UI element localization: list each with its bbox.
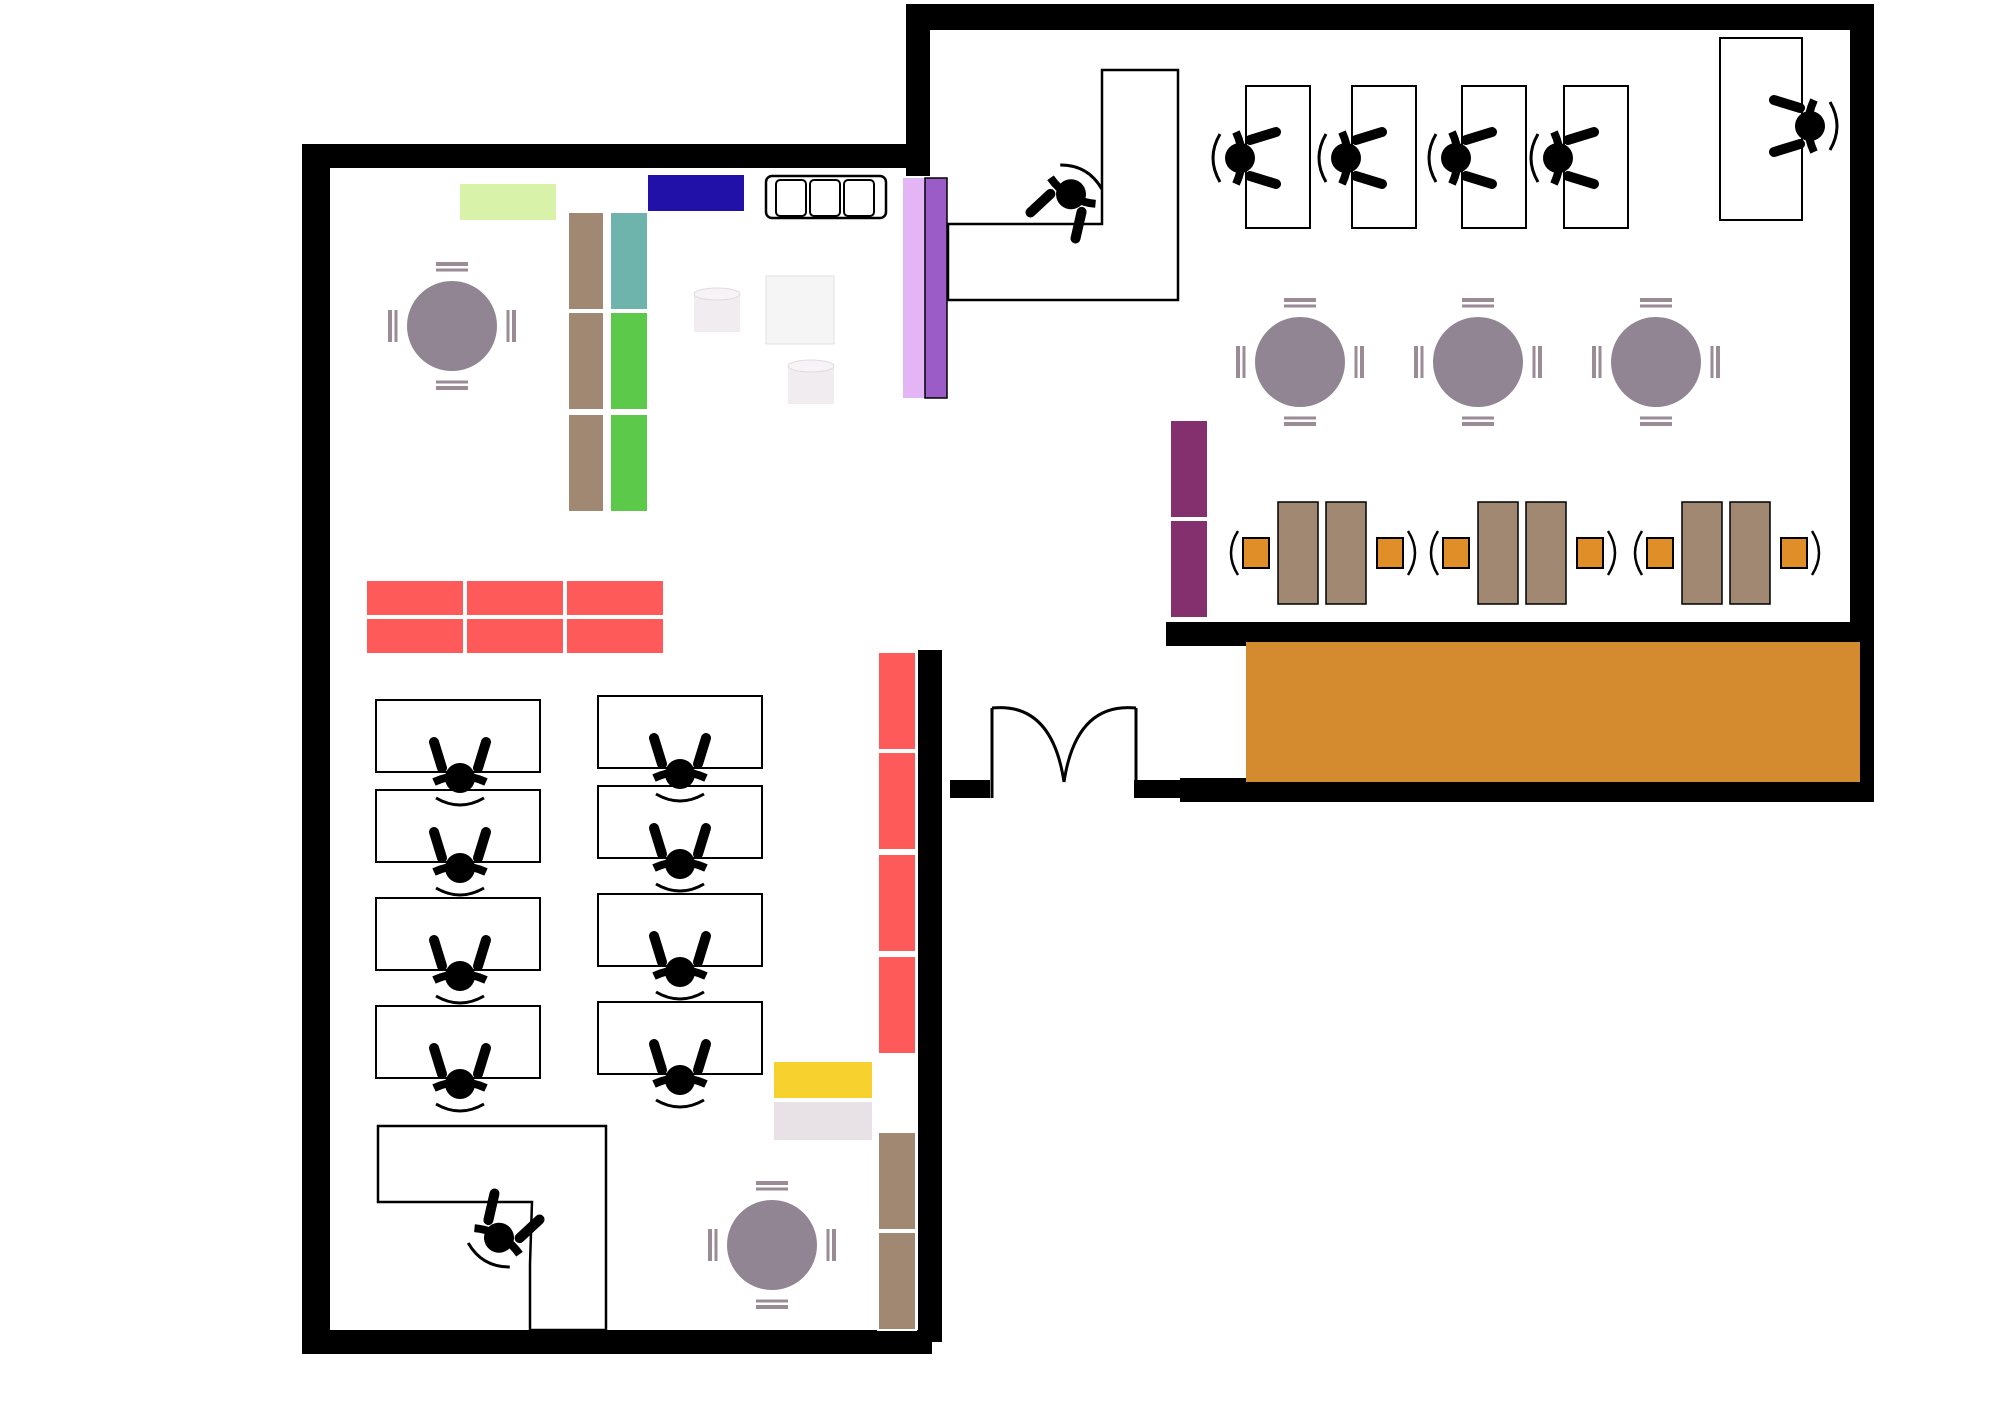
desk <box>597 695 763 769</box>
left-room-wall-left <box>302 144 330 1354</box>
long-table-3 <box>1633 501 1821 605</box>
desk <box>597 893 763 967</box>
entry-wall-stub-left <box>950 780 990 798</box>
left-room-wall-bottom <box>302 1330 932 1354</box>
orange-chair <box>1779 529 1821 577</box>
round-table-top-left <box>388 262 516 390</box>
red-shelf-column <box>877 651 917 1055</box>
round-table-bottom-left <box>708 1181 836 1309</box>
desk <box>375 699 541 773</box>
desk <box>375 1005 541 1079</box>
orange-chair <box>1375 529 1417 577</box>
round-table-upper-1 <box>1236 298 1364 426</box>
lavender-divider-panel <box>903 178 925 398</box>
l-shaped-desk <box>946 68 1180 302</box>
desk <box>1461 85 1527 229</box>
red-shelf-block <box>365 579 665 655</box>
pale-cushion <box>774 1102 872 1140</box>
desk <box>1563 85 1629 229</box>
left-room-wall-top <box>302 144 910 168</box>
orange-chair <box>1633 529 1675 577</box>
stool-2 <box>787 359 835 404</box>
stool-1 <box>693 287 741 332</box>
light-green-rug <box>460 184 556 220</box>
entry-wall-stub-right <box>1134 780 1180 798</box>
desk-row-top <box>1213 85 1629 229</box>
navy-bench <box>648 175 744 211</box>
corner-desk-bottom-left <box>376 1124 608 1332</box>
orange-chair <box>1429 529 1471 577</box>
white-floor-mat <box>765 275 835 345</box>
wood-shelf-stack <box>567 211 605 513</box>
desk <box>375 897 541 971</box>
sofa <box>764 174 888 220</box>
person-icon <box>463 1194 540 1275</box>
teal-green-shelf-stack <box>609 211 649 513</box>
wood-shelf-column-bottom <box>877 1131 917 1331</box>
corner-desk-top-right <box>1719 37 1837 221</box>
desk <box>1245 85 1311 229</box>
purple-divider-panel <box>924 177 948 399</box>
round-table-upper-3 <box>1592 298 1720 426</box>
upper-room-wall-left <box>906 4 930 176</box>
long-table-1 <box>1229 501 1417 605</box>
orange-counter <box>1246 642 1860 782</box>
plum-shelf <box>1169 419 1209 619</box>
round-table-upper-2 <box>1414 298 1542 426</box>
desk-row-right <box>597 695 763 1107</box>
orange-chair <box>1229 529 1271 577</box>
upper-room-wall-top <box>906 4 1872 30</box>
left-room-wall-right <box>918 650 942 1342</box>
double-swing-door[interactable] <box>990 706 1138 798</box>
orange-chair <box>1575 529 1617 577</box>
long-table-2 <box>1429 501 1617 605</box>
desk <box>597 785 763 859</box>
yellow-bench <box>774 1062 872 1098</box>
desk <box>375 789 541 863</box>
desk-row-left <box>375 699 541 1111</box>
desk <box>597 1001 763 1075</box>
desk <box>1351 85 1417 229</box>
